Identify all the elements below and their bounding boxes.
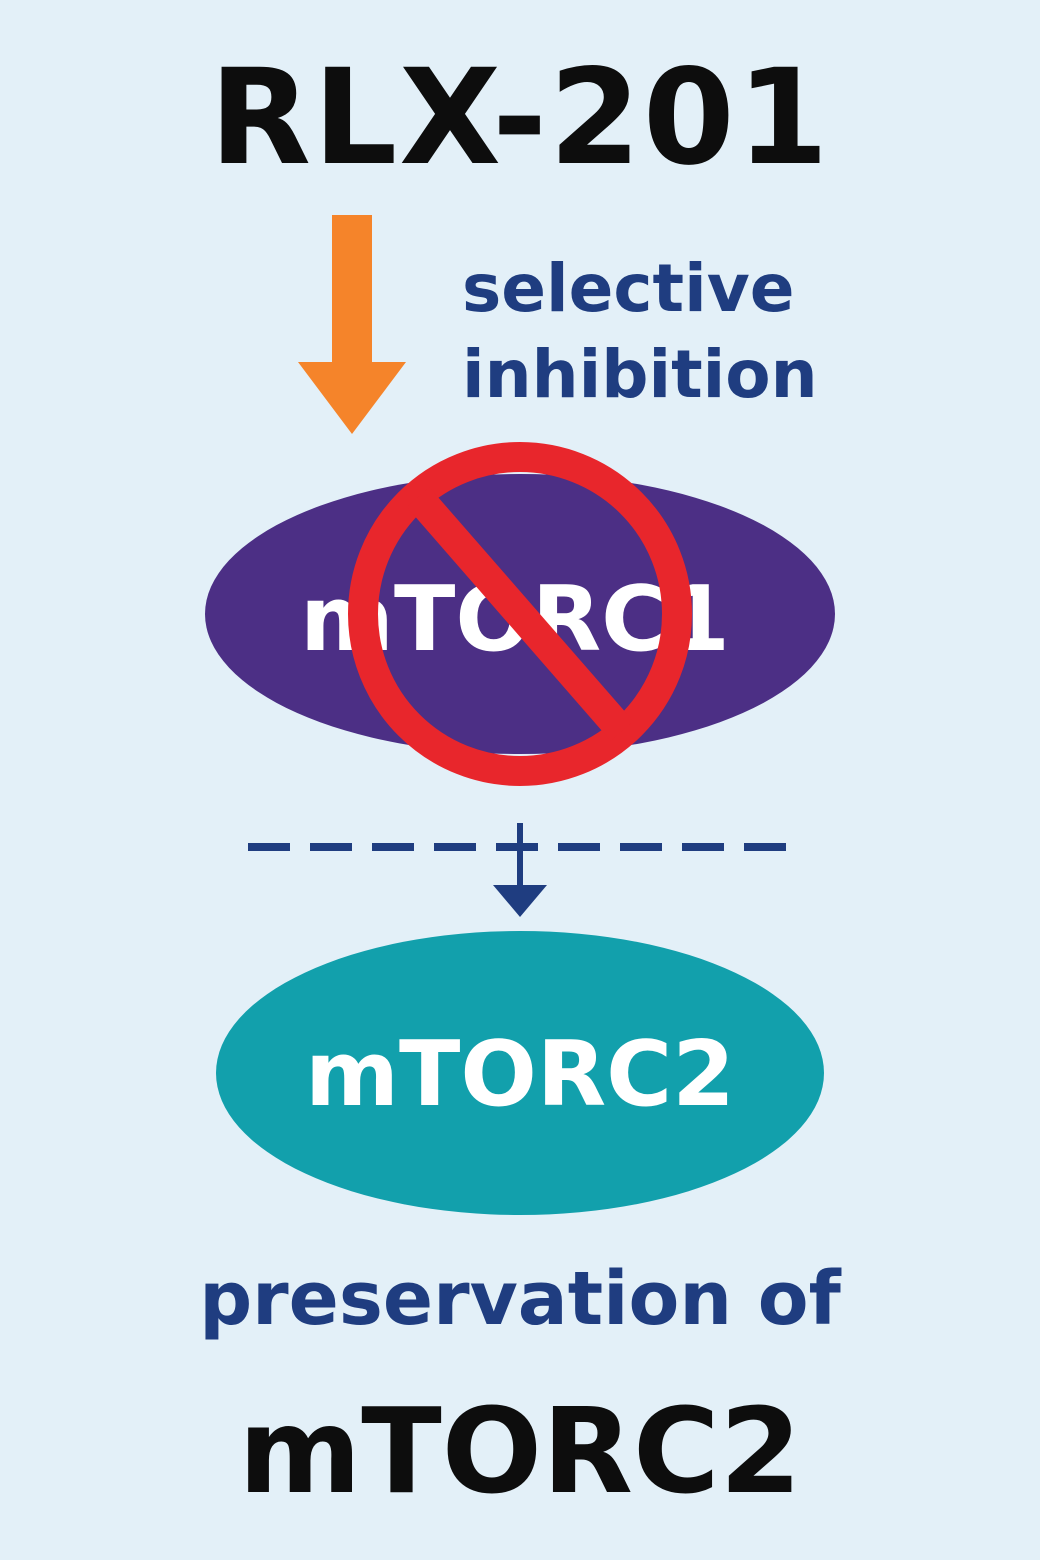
mtorc1-label: mTORC1: [300, 567, 730, 672]
caption-line-2: mTORC2: [238, 1382, 802, 1520]
selective-inhibition-annotation: selective inhibition: [462, 246, 818, 418]
annotation-line-1: selective: [462, 250, 795, 327]
drug-arrow-icon: [298, 215, 406, 434]
caption-line-1: preservation of: [199, 1256, 841, 1342]
annotation-line-2: inhibition: [462, 335, 818, 413]
signal-arrow-icon: [493, 823, 547, 917]
mtorc2-label: mTORC2: [305, 1022, 735, 1127]
diagram-title: RLX-201: [209, 41, 831, 195]
mtorc2-node: [216, 931, 824, 1215]
